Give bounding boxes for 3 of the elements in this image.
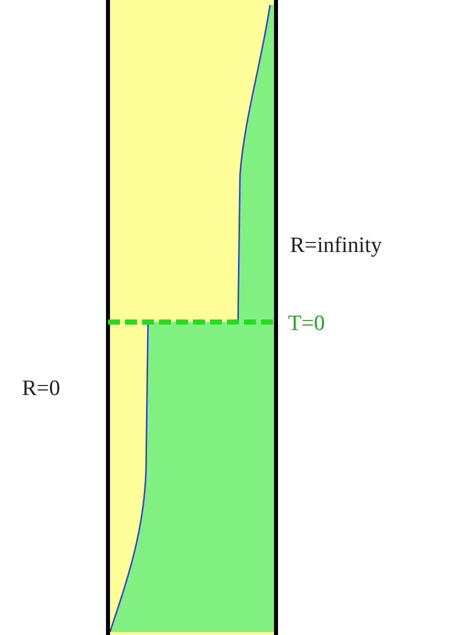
boundary-label: R=infinity bbox=[290, 232, 382, 258]
boundary-label: R=0 bbox=[22, 375, 60, 401]
time-label: T=0 bbox=[288, 310, 325, 336]
